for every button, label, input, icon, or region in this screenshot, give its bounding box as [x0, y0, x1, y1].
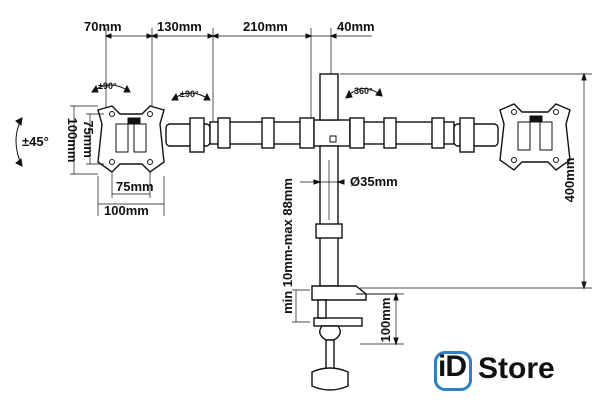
- right-arm: [349, 117, 499, 153]
- brand-prefix: iD: [438, 350, 467, 383]
- pole-rotation-label: 360°: [354, 86, 373, 96]
- vesa-v-inner-label: 75mm: [81, 120, 96, 158]
- panel-swivel-label: ±90°: [98, 81, 117, 91]
- left-plate-dimensions: 100mm 75mm 75mm 100mm: [65, 105, 165, 218]
- dim-40mm: 40mm: [337, 19, 375, 34]
- clamp-height-label: 100mm: [378, 298, 393, 343]
- dim-210mm: 210mm: [243, 19, 288, 34]
- top-dimension-chain: 70mm 130mm 210mm 40mm: [84, 19, 375, 128]
- tilt-label: ±45°: [22, 134, 49, 149]
- pole-height-dimension: 400mm: [340, 72, 592, 290]
- rotation-indicators: ±90° ±90° 360° ±45°: [15, 81, 383, 167]
- vesa-h-inner-label: 75mm: [116, 179, 154, 194]
- dim-70mm: 70mm: [84, 19, 122, 34]
- left-vesa-plate: [97, 105, 165, 173]
- right-vesa-plate: [499, 103, 571, 171]
- arm-swivel-label: ±90°: [180, 89, 199, 99]
- pole: [315, 73, 343, 287]
- vesa-v-outer-label: 100mm: [65, 118, 80, 163]
- desk-thickness-dimension: min 10mm-max 88mm: [280, 178, 310, 323]
- pole-height-label: 400mm: [562, 158, 577, 203]
- brand-name: Store: [478, 352, 555, 385]
- clamp-height-dimension: 100mm: [360, 292, 404, 346]
- hub: [313, 119, 351, 147]
- pole-diameter-dimension: Ø35mm: [300, 174, 398, 189]
- brand-logo-frame: [434, 351, 472, 391]
- pole-diameter-label: Ø35mm: [350, 174, 398, 189]
- desk-thickness-label: min 10mm-max 88mm: [280, 178, 295, 314]
- desk-clamp: [311, 285, 398, 391]
- left-arm: [165, 117, 315, 153]
- vesa-h-outer-label: 100mm: [104, 203, 149, 218]
- dim-130mm: 130mm: [157, 19, 202, 34]
